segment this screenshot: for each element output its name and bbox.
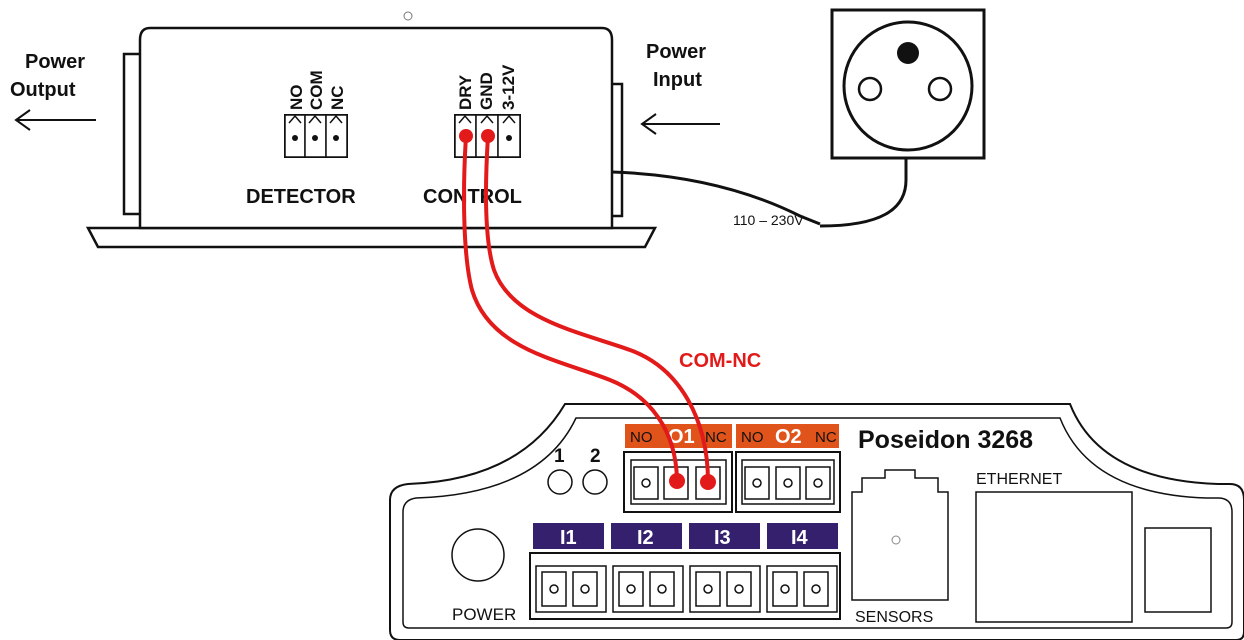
input-terminal-blocks xyxy=(529,552,841,620)
led2-icon xyxy=(582,469,608,495)
module-body xyxy=(138,26,614,230)
voltage-label: 110 – 230V xyxy=(733,212,804,228)
sensors-led-icon xyxy=(891,535,901,545)
detector-terminal-block xyxy=(284,114,348,158)
output2-no-label: NO xyxy=(741,429,764,446)
input4-header xyxy=(767,523,838,549)
usb-port xyxy=(1144,527,1212,613)
terminal-screw-icon xyxy=(783,478,793,488)
ethernet-label: ETHERNET xyxy=(976,471,1062,488)
power-cable xyxy=(611,170,821,226)
terminal-screw-icon xyxy=(292,135,298,141)
arrow-left-icon xyxy=(14,109,96,131)
input3-label: I3 xyxy=(714,527,731,549)
control-gnd-label: GND xyxy=(477,72,496,110)
wire-connection-dot xyxy=(459,129,473,143)
led1-icon xyxy=(547,469,573,495)
power-label: POWER xyxy=(452,605,516,624)
led2-label: 2 xyxy=(590,446,601,467)
detector-no-label: NO xyxy=(287,85,306,111)
input1-label: I1 xyxy=(560,527,577,549)
power-output-label: Output xyxy=(10,79,76,101)
terminal-screw-icon xyxy=(641,478,651,488)
power-output-label: Power xyxy=(25,51,85,73)
wire-gnd-to-nc xyxy=(484,134,710,484)
power-socket-icon xyxy=(830,8,986,160)
output1-header xyxy=(625,424,732,448)
socket-cable xyxy=(819,158,908,228)
module-base-plate xyxy=(85,226,658,249)
output2-terminal-block xyxy=(735,451,841,513)
power-input-label: Input xyxy=(653,69,702,91)
input3-header xyxy=(689,523,760,549)
arrow-left-icon xyxy=(640,113,720,135)
ethernet-port xyxy=(975,491,1133,623)
detector-label: DETECTOR xyxy=(246,186,356,208)
output1-label: O1 xyxy=(668,426,695,448)
poseidon-unit: NO O1 NC NO O2 NC 1 2 xyxy=(389,403,1244,640)
detector-module: NO COM NC DETECTOR DRY GND 3-12V CONTROL xyxy=(85,11,821,249)
terminal-screw-icon xyxy=(312,135,318,141)
output1-nc-label: NC xyxy=(705,429,727,446)
connection-label: COM-NC xyxy=(679,350,761,372)
sensors-label: SENSORS xyxy=(855,609,933,626)
power-button-icon xyxy=(451,528,505,582)
wire-connection-dot xyxy=(481,129,495,143)
input2-header xyxy=(611,523,682,549)
terminal-screw-icon xyxy=(752,478,762,488)
output1-no-label: NO xyxy=(630,429,653,446)
terminal-screw-icon xyxy=(333,135,339,141)
control-v-label: 3-12V xyxy=(499,64,518,110)
terminal-screw-icon xyxy=(506,135,512,141)
control-label: CONTROL xyxy=(423,186,522,208)
sensors-port xyxy=(851,469,949,601)
input2-label: I2 xyxy=(637,527,654,549)
device-inner-outline xyxy=(402,417,1233,629)
output2-label: O2 xyxy=(775,426,802,448)
wire-dry-to-com xyxy=(462,134,679,482)
output2-nc-label: NC xyxy=(815,429,837,446)
input1-header xyxy=(533,523,604,549)
terminal-screw-icon xyxy=(813,478,823,488)
wire-connection-dot xyxy=(700,474,716,490)
control-dry-label: DRY xyxy=(456,74,475,110)
detector-com-label: COM xyxy=(307,70,326,110)
output2-header xyxy=(736,424,839,448)
mount-hole-icon xyxy=(403,11,413,21)
input4-label: I4 xyxy=(791,527,809,549)
device-title: Poseidon 3268 xyxy=(858,426,1033,454)
detector-nc-label: NC xyxy=(328,85,347,110)
red-wires xyxy=(459,129,716,490)
led1-label: 1 xyxy=(554,446,565,467)
power-input-label: Power xyxy=(646,41,706,63)
wire-connection-dot xyxy=(669,473,685,489)
